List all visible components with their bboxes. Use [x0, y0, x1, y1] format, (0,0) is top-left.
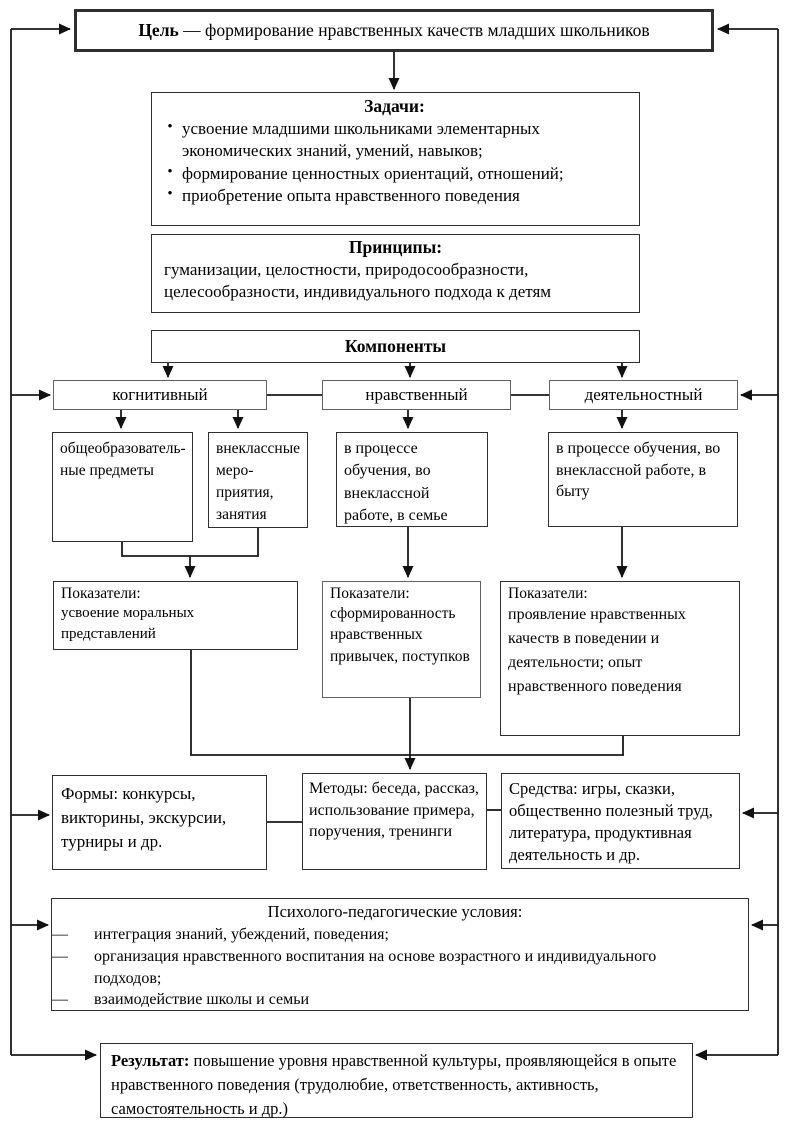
component-activity: деятельностный: [549, 380, 738, 410]
indicators-activity-text: проявление нравственных качеств в поведе…: [508, 606, 686, 695]
context-subjects-box: общеобразователь- ные предметы: [52, 432, 193, 542]
condition-item: — взаимодействие школы и семьи: [52, 989, 738, 1011]
result-box: Результат: повышение уровня нравственной…: [100, 1043, 693, 1118]
indicators-moral-text: сформированность нравственных привычек, …: [330, 605, 470, 665]
component-cognitive: когнитивный: [53, 380, 267, 410]
bullet-icon: •: [167, 163, 173, 180]
methods-box: Методы: беседа, рассказ, использование п…: [302, 773, 487, 870]
indicators-title: Показатели:: [330, 585, 410, 602]
components-title: Компоненты: [344, 336, 447, 356]
condition-item-text: интеграция знаний, убеждений, поведения;: [94, 926, 389, 943]
goal-rest: — формирование нравственных качеств млад…: [178, 20, 650, 40]
component-moral: нравственный: [322, 380, 511, 410]
bullet-icon: •: [167, 119, 173, 135]
context-moral-box: в процессе обучения, во внеклассной рабо…: [336, 432, 488, 527]
dash-icon: —: [52, 926, 68, 943]
conditions-title: Психолого-педагогические условия:: [267, 902, 523, 921]
goal-keyword: Цель: [138, 20, 179, 40]
indicators-cognitive-text: усвоение моральных представлений: [61, 605, 195, 642]
task-item-text: приобретение опыта нравственного поведен…: [182, 186, 520, 206]
indicators-activity-box: Показатели: проявление нравственных каче…: [500, 581, 740, 736]
dash-icon: —: [52, 947, 68, 965]
condition-item-text: взаимодействие школы и семьи: [94, 991, 310, 1009]
condition-item-text: организация нравственного воспитания на …: [94, 947, 657, 987]
resources-box: Средства: игры, сказки, общественно поле…: [501, 773, 740, 869]
indicators-moral-box: Показатели: сформированность нравственны…: [322, 581, 481, 698]
component-activity-label: деятельностный: [584, 385, 703, 404]
context-extracurricular-box: внеклассные меро- приятия, занятия: [208, 432, 308, 528]
indicators-title: Показатели:: [61, 585, 141, 602]
task-item-text: усвоение младшими школьниками элементарн…: [182, 119, 540, 161]
condition-item: — интеграция знаний, убеждений, поведени…: [52, 924, 738, 946]
component-cognitive-label: когнитивный: [112, 385, 208, 404]
conditions-box: Психолого-педагогические условия: — инте…: [51, 898, 749, 1011]
result-text: повышение уровня нравственной культуры, …: [111, 1051, 677, 1118]
result-keyword: Результат:: [111, 1051, 190, 1070]
tasks-title: Задачи:: [364, 96, 425, 116]
indicators-title: Показатели:: [508, 585, 588, 602]
components-box: Компоненты: [151, 330, 640, 363]
goal-text: Цель — формирование нравственных качеств…: [138, 20, 649, 41]
goal-box: Цель — формирование нравственных качеств…: [74, 9, 714, 52]
task-item-text: формирование ценностных ориентаций, отно…: [182, 163, 564, 183]
condition-item: — организация нравственного воспитания н…: [52, 946, 738, 990]
task-item: • формирование ценностных ориентаций, от…: [158, 163, 631, 185]
principles-title: Принципы:: [348, 237, 443, 257]
forms-box: Формы: конкурсы, викторины, экскурсии, т…: [52, 775, 267, 870]
context-activity-box: в процессе обучения, во внеклассной рабо…: [548, 432, 738, 527]
bullet-icon: •: [167, 186, 173, 203]
principles-body: гуманизации, целостности, природосообраз…: [164, 260, 552, 302]
task-item: • усвоение младшими школьниками элемента…: [158, 118, 631, 163]
dash-icon: —: [52, 991, 68, 1009]
tasks-box: Задачи: • усвоение младшими школьниками …: [151, 92, 640, 226]
component-moral-label: нравственный: [365, 385, 468, 404]
task-item: • приобретение опыта нравственного повед…: [158, 185, 631, 207]
indicators-cognitive-box: Показатели: усвоение моральных представл…: [53, 581, 298, 650]
principles-box: Принципы: гуманизации, целостности, прир…: [151, 234, 640, 313]
